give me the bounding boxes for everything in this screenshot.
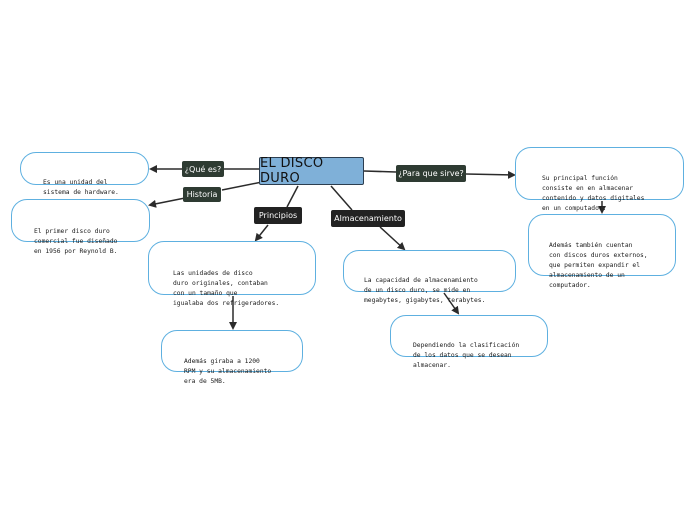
connector-almacenamiento-detalle (443, 292, 460, 315)
central-topic[interactable]: EL DISCO DURO (259, 156, 364, 186)
bubble-funcion-text: Su principal función consiste en en alma… (542, 175, 645, 212)
bubble-almacenamiento[interactable]: La capacidad de almacenamiento de un dis… (343, 250, 516, 304)
label-que-es[interactable]: ¿Qué es? (182, 161, 224, 177)
label-almacenamiento[interactable]: Almacenamiento (331, 210, 405, 227)
connector-para-que (363, 170, 397, 173)
label-historia[interactable]: Historia (183, 187, 221, 202)
connector-historia (221, 181, 263, 191)
bubble-almacenamiento-detalle-text: Dependiendo la clasificación de los dato… (413, 342, 520, 369)
connector-almacenamiento (330, 185, 353, 211)
bubble-definicion-text: Es una unidad del sistema de hardware. (43, 179, 119, 196)
bubble-definicion[interactable]: Es una unidad del sistema de hardware. (20, 152, 149, 196)
bubble-principios-detalle-text: Además giraba a 1200 RPM y su almacenami… (184, 358, 272, 385)
bubble-almacenamiento-detalle[interactable]: Dependiendo la clasificación de los dato… (390, 315, 548, 369)
connector-almacenamiento-arrow (379, 226, 406, 251)
bubble-principios-detalle[interactable]: Además giraba a 1200 RPM y su almacenami… (161, 330, 303, 385)
bubble-historia-text: El primer disco duro comercial fue diseñ… (34, 228, 118, 255)
bubble-principios[interactable]: Las unidades de disco duro originales, c… (148, 241, 316, 307)
label-para-que-sirve[interactable]: ¿Para que sirve? (396, 165, 466, 182)
bubble-funcion-detalle[interactable]: Además también cuentan con discos duros … (528, 214, 676, 289)
connector-principios (286, 185, 299, 208)
connector-historia-arrow (148, 197, 186, 208)
label-principios[interactable]: Principios (254, 207, 302, 224)
bubble-principios-text: Las unidades de disco duro originales, c… (173, 270, 280, 307)
bubble-funcion-detalle-text: Además también cuentan con discos duros … (549, 242, 648, 289)
bubble-funcion[interactable]: Su principal función consiste en en alma… (515, 147, 684, 212)
connector-principios-arrow (254, 224, 269, 242)
connector-para-que-arrow (465, 170, 516, 179)
bubble-almacenamiento-text: La capacidad de almacenamiento de un dis… (364, 277, 486, 304)
bubble-historia[interactable]: El primer disco duro comercial fue diseñ… (11, 199, 150, 255)
